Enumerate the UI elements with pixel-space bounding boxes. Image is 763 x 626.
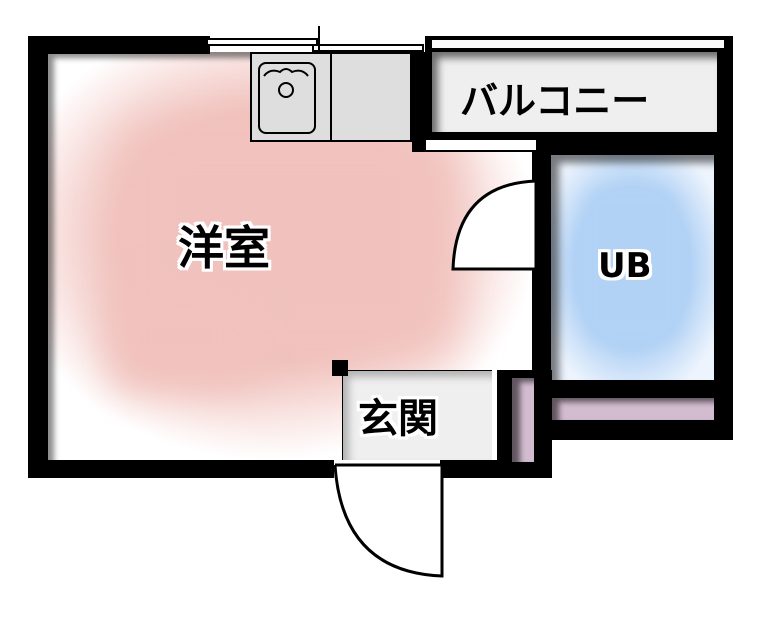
room-label-genkan: 玄関 [358,396,438,442]
wall-opening-thin [426,138,536,152]
sink-icon [258,62,316,134]
wall-top-left [28,36,210,54]
door-swing-icon [332,462,446,580]
wall-post [332,360,348,376]
room-label-ub: UB [598,246,652,286]
room-balcony [432,52,717,132]
room-tint [108,282,258,392]
room-ub [551,155,714,380]
room-tint [586,190,678,340]
wall-divider-kitchen [412,52,428,152]
balcony-rail [432,40,724,50]
window-top [206,26,424,52]
room-closet [551,398,714,420]
wall-left [28,36,48,478]
room-closet-vertical [512,378,534,462]
door-swing-icon [450,178,540,272]
room-label-balcony: バルコニー [460,79,650,123]
wall-bottom-left [28,460,334,478]
room-genkan [342,370,492,460]
counter-divider [330,52,332,142]
room-label-youshitsu: 洋室 [178,221,270,275]
